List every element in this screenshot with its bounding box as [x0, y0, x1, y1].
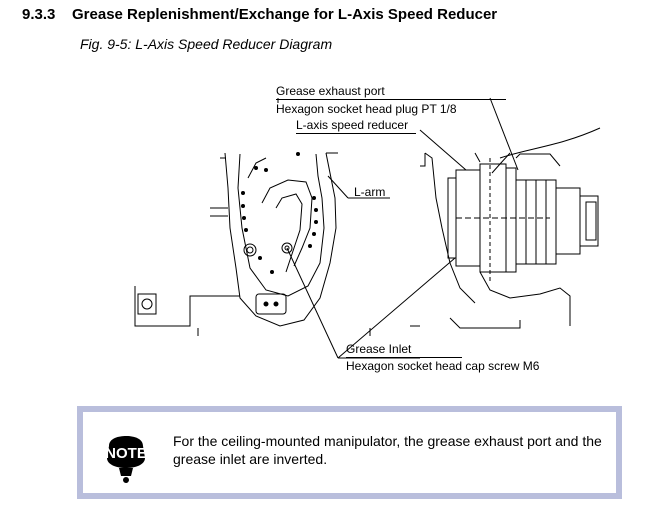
note-icon: NOTE	[91, 432, 161, 484]
callout-exhaust-port: Grease exhaust port	[276, 84, 506, 100]
section-title: Grease Replenishment/Exchange for L-Axis…	[72, 6, 498, 23]
figure-caption: Fig. 9-5: L-Axis Speed Reducer Diagram	[80, 36, 333, 52]
speed-reducer-diagram: Grease exhaust port Hexagon socket head …	[80, 58, 640, 378]
housing-outline	[424, 152, 476, 304]
callout-inlet-screw: Hexagon socket head cap screw M6	[346, 359, 540, 373]
bolt-pattern	[241, 152, 318, 274]
leader-speed-reducer	[419, 129, 467, 171]
note-box: NOTE For the ceiling-mounted manipulator…	[77, 406, 622, 499]
grease-inlet-point	[281, 242, 293, 254]
note-text: For the ceiling-mounted manipulator, the…	[173, 433, 602, 467]
callout-grease-inlet: Grease Inlet	[346, 342, 462, 358]
diagram-drawing	[134, 97, 601, 359]
base-boss	[137, 293, 157, 315]
leader-grease-inlet	[286, 247, 339, 359]
base-plate	[134, 286, 240, 327]
body-outline	[224, 152, 337, 327]
leader-l-arm	[327, 175, 349, 199]
section-heading: 9.3.3 Grease Replenishment/Exchange for L…	[22, 6, 497, 23]
callout-speed-reducer: L-axis speed reducer	[296, 118, 416, 134]
l-arm	[261, 179, 313, 267]
section-number: 9.3.3	[22, 6, 56, 23]
callout-l-arm: L-arm	[354, 185, 386, 199]
callout-exhaust-plug: Hexagon socket head plug PT 1/8	[276, 102, 457, 116]
note-badge-label: NOTE	[105, 445, 147, 462]
note-content: NOTE For the ceiling-mounted manipulator…	[83, 412, 616, 493]
leader-exhaust-port	[489, 97, 519, 171]
